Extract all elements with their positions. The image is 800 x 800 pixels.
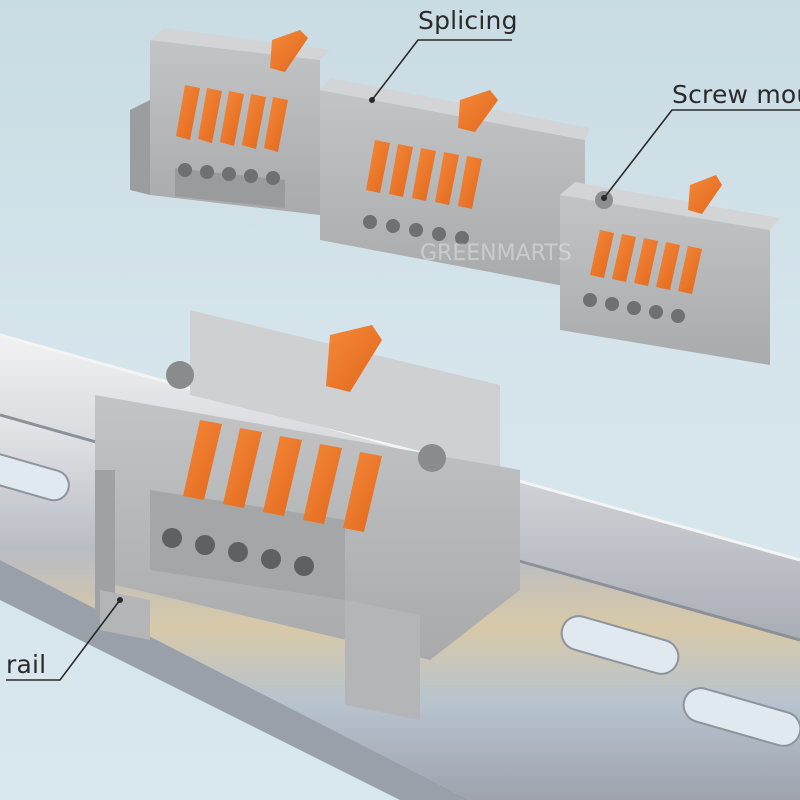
rail-leader — [6, 599, 121, 681]
screw-mount-leader — [603, 109, 800, 199]
screw-hole — [166, 361, 194, 389]
lever-row — [366, 140, 482, 209]
connector-module-rail-mount — [95, 310, 520, 720]
wire-holes — [363, 215, 469, 245]
screw-lever — [458, 90, 498, 132]
splicing-label: Splicing — [418, 6, 518, 35]
rail-label: rail — [6, 650, 47, 679]
screw-lever — [688, 175, 722, 214]
lever-row — [590, 230, 702, 294]
wire-holes — [178, 163, 280, 185]
connector-module-splice-a — [130, 28, 330, 215]
lever-row — [176, 85, 288, 152]
connector-module-splice-b — [320, 78, 590, 290]
wire-holes — [162, 528, 314, 576]
wire-holes — [583, 293, 685, 323]
leader-lines — [6, 39, 800, 681]
splicing-leader — [371, 39, 512, 101]
watermark: GREENMARTS — [420, 241, 572, 266]
screw-mount-label: Screw mou — [672, 80, 800, 109]
screw-lever — [270, 30, 308, 72]
rail-clip — [100, 590, 150, 640]
screw-lever — [326, 325, 382, 392]
rail-clip — [345, 600, 420, 720]
screw-hole — [418, 444, 446, 472]
rail-slots — [0, 452, 800, 747]
lever-row — [183, 420, 382, 532]
connector-module-screw-mount — [560, 175, 780, 365]
